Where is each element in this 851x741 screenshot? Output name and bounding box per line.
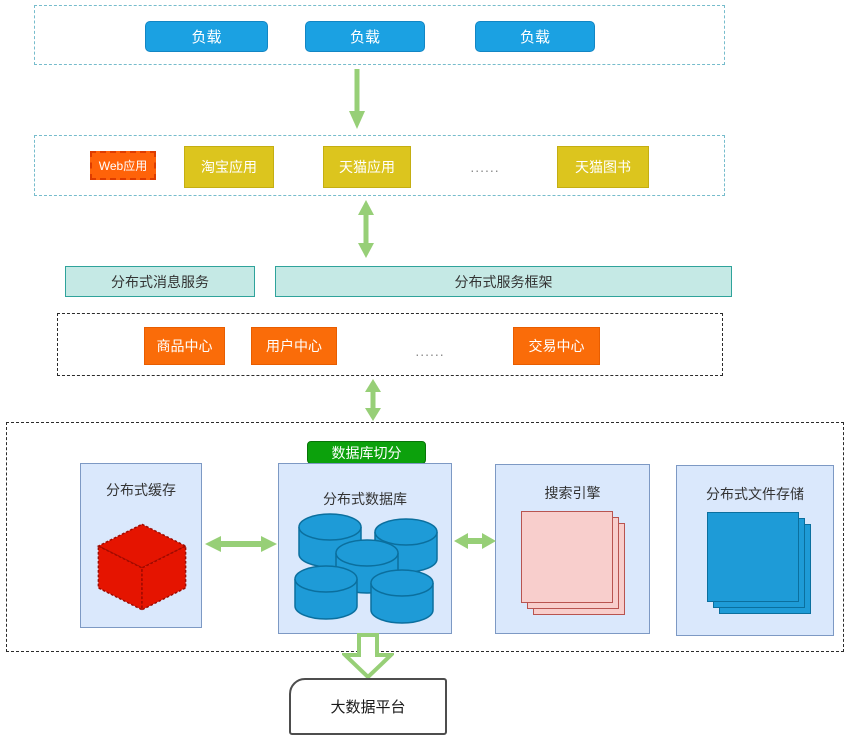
search-pages-icon: [521, 511, 625, 615]
taobao-app-label: 淘宝应用: [201, 159, 257, 175]
tmall-app-label: 天猫应用: [339, 159, 395, 175]
tmall-books-label: 天猫图书: [575, 159, 631, 175]
file-storage-panel: 分布式文件存储: [676, 465, 834, 636]
load-node-3-label: 负载: [519, 29, 550, 46]
app-row-ellipsis: ......: [470, 159, 500, 175]
file-storage-label: 分布式文件存储: [706, 486, 804, 502]
taobao-app-node: 淘宝应用: [184, 146, 274, 188]
center-row-ellipsis: ......: [415, 342, 445, 359]
load-node-3: 负载: [475, 21, 595, 52]
cache-label: 分布式缓存: [106, 482, 176, 498]
double-arrow-vertical-icon: [365, 379, 381, 421]
user-center-node: 用户中心: [251, 327, 337, 365]
message-service-label: 分布式消息服务: [111, 273, 209, 290]
db-sharding-label: 数据库切分: [331, 444, 402, 461]
search-engine-panel: 搜索引擎: [495, 464, 650, 634]
search-engine-label: 搜索引擎: [544, 485, 601, 501]
cache-panel: 分布式缓存: [80, 463, 202, 628]
load-balancer-group: [34, 5, 725, 65]
web-app-node: Web应用: [90, 151, 156, 180]
trade-center-node: 交易中心: [513, 327, 600, 365]
web-app-label: Web应用: [98, 159, 148, 173]
load-node-1: 负载: [145, 21, 268, 52]
service-framework-node: 分布式服务框架: [275, 266, 732, 297]
application-group: [34, 135, 725, 196]
product-center-label: 商品中心: [156, 338, 213, 354]
double-arrow-vertical-icon: [358, 200, 374, 258]
service-framework-label: 分布式服务框架: [454, 273, 553, 290]
file-stack-icon: [707, 512, 811, 614]
block-arrow-down-icon: [342, 633, 394, 679]
message-service-node: 分布式消息服务: [65, 266, 255, 297]
double-arrow-horizontal-icon: [205, 536, 277, 552]
double-arrow-horizontal-icon: [454, 533, 496, 549]
tmall-app-node: 天猫应用: [323, 146, 411, 188]
big-data-platform-label: 大数据平台: [330, 699, 406, 716]
db-sharding-badge: 数据库切分: [307, 441, 426, 464]
business-center-group: [57, 313, 723, 376]
data-layer-group: [6, 422, 844, 652]
user-center-label: 用户中心: [266, 338, 322, 354]
database-label: 分布式数据库: [323, 491, 407, 507]
trade-center-label: 交易中心: [528, 338, 585, 354]
load-node-1-label: 负载: [191, 29, 222, 46]
load-node-2-label: 负载: [349, 29, 380, 46]
product-center-node: 商品中心: [144, 327, 225, 365]
database-cylinders-icon: [294, 513, 438, 624]
big-data-platform-node: 大数据平台: [289, 678, 447, 735]
cache-cube-icon: [96, 523, 188, 611]
database-panel: 分布式数据库: [278, 463, 452, 634]
load-node-2: 负载: [305, 21, 425, 52]
down-arrow-icon: [349, 69, 365, 129]
tmall-books-node: 天猫图书: [557, 146, 649, 188]
